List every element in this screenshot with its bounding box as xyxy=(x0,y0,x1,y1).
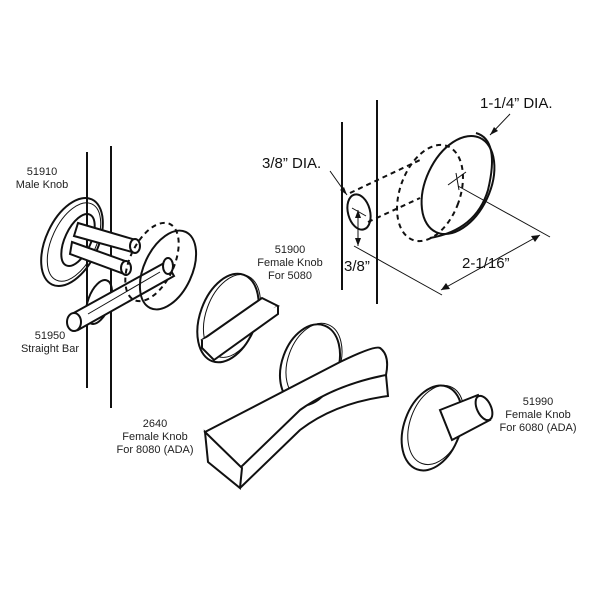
dim-hole-dia: 3/8” DIA. xyxy=(262,155,322,172)
part-note: For 6080 (ADA) xyxy=(499,422,577,434)
part-name: Male Knob xyxy=(15,179,69,191)
part-number: 51910 xyxy=(26,166,58,178)
part-number: 51990 xyxy=(522,396,554,408)
part-name: Straight Bar xyxy=(20,343,80,355)
part-name: Female Knob xyxy=(122,431,188,443)
bar-end xyxy=(162,257,174,275)
part-number: 51900 xyxy=(274,244,306,256)
receiver-rose xyxy=(138,229,198,311)
dim-knob-dia: 1-1/4” DIA. xyxy=(480,95,553,112)
female-knob-51990 xyxy=(400,384,494,472)
part-number: 2640 xyxy=(142,418,168,430)
dim-offset: 3/8” xyxy=(344,258,370,275)
part-note: For 5080 xyxy=(267,270,313,282)
straight-bar-51950 xyxy=(66,260,176,332)
part-name: Female Knob xyxy=(257,257,323,269)
male-knob-51910 xyxy=(40,197,141,287)
female-knob-51900 xyxy=(196,272,280,364)
dim-spacing: 2-1/16” xyxy=(462,255,510,272)
part-number: 51950 xyxy=(34,330,66,342)
part-note: For 8080 (ADA) xyxy=(116,444,194,456)
part-name: Female Knob xyxy=(505,409,571,421)
female-knob-2640 xyxy=(203,322,390,490)
hole-dimension-diagram xyxy=(329,113,551,296)
